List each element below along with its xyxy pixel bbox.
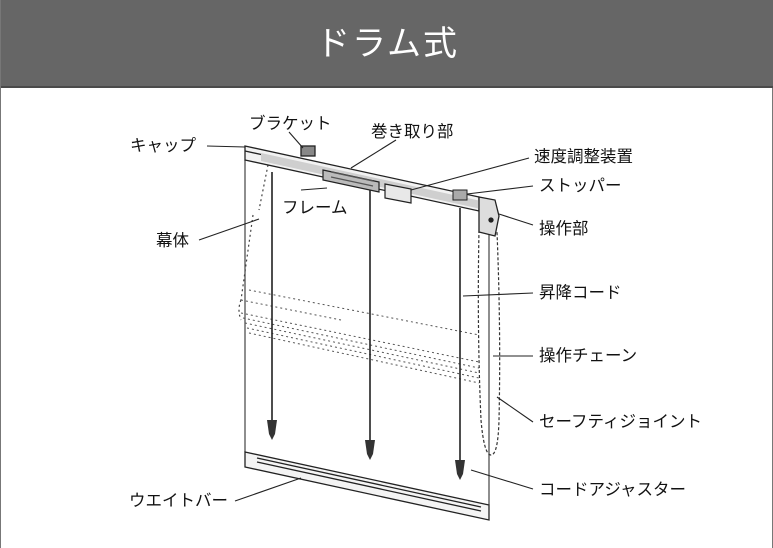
cord-adjusters	[267, 420, 465, 480]
label-speed-regulator: 速度調整装置	[534, 147, 633, 166]
operation-chain	[477, 229, 501, 456]
stopper	[452, 189, 468, 201]
label-winder: 巻き取り部	[371, 122, 454, 141]
lift-cords	[271, 172, 461, 460]
label-safety-joint: セーフティジョイント	[539, 412, 703, 431]
label-stopper: ストッパー	[539, 176, 622, 195]
label-cord-adjuster: コードアジャスター	[539, 480, 687, 499]
weight-bar	[244, 451, 490, 521]
label-lift-cord: 昇降コード	[539, 283, 622, 302]
operation-unit	[478, 196, 500, 237]
label-cap: キャップ	[130, 136, 196, 155]
label-operation-unit: 操作部	[539, 219, 589, 238]
speed-regulator	[384, 183, 412, 204]
leader-lines	[198, 131, 534, 502]
label-bracket: ブラケット	[249, 114, 332, 133]
label-weight-bar: ウエイトバー	[129, 491, 228, 510]
winder-drum	[322, 169, 380, 193]
page-title: ドラム式	[316, 24, 459, 64]
label-operation-chain: 操作チェーン	[539, 346, 638, 365]
curtain-fabric	[238, 159, 490, 505]
folded-fabric	[240, 289, 480, 384]
label-frame: フレーム	[282, 198, 348, 217]
label-curtain-body: 幕体	[156, 231, 189, 250]
title-bar: ドラム式	[1, 0, 773, 88]
